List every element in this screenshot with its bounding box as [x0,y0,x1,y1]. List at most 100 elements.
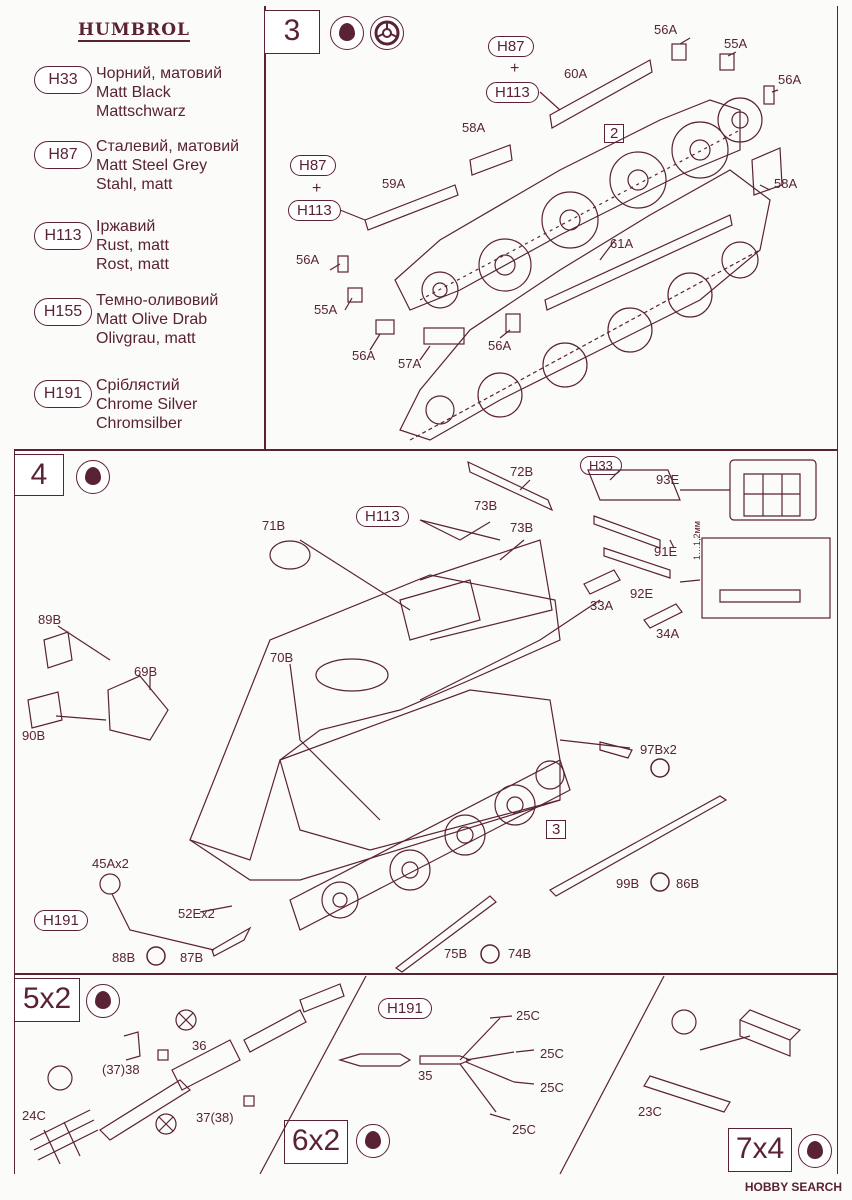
brand-logo: HUMBROL [78,20,190,42]
part-label: 56A [778,72,802,87]
legend-entry-h191: Сріблястий Chrome Silver Chromsilber [96,376,197,433]
legend-code-h87: H87 [34,141,92,169]
legend-line: Mattschwarz [96,103,186,120]
wheel-icon [370,16,404,50]
paint-drop-icon [356,1124,390,1158]
legend-code-h33: H33 [34,66,92,94]
part-label: 24C [22,1108,46,1123]
bottom-panel [14,974,838,1174]
legend-code-h191: H191 [34,380,92,408]
part-label: 25C [540,1046,564,1061]
part-label: 86B [676,876,700,891]
legend-line: Matt Black [96,84,171,101]
paint-callout: H87 [488,36,534,57]
step6-number: 6x2 [284,1120,348,1164]
paint-drop-icon [798,1134,832,1168]
part-label: 99B [616,876,640,891]
part-label: 37(38) [196,1110,234,1125]
legend-line: Rost, matt [96,256,169,273]
paint-callout: H113 [356,506,409,527]
part-label: 56A [488,338,512,353]
step5-number: 5x2 [14,978,80,1022]
part-label: 56A [352,348,376,363]
paint-callout: H191 [378,998,432,1019]
part-label: 33A [590,598,614,613]
legend-line: Сріблястий [96,377,180,394]
part-label: 56A [654,22,678,37]
part-label: 73B [474,498,498,513]
part-label: 59A [382,176,406,191]
legend-line: Matt Olive Drab [96,311,208,328]
legend-line: Stahl, matt [96,176,173,193]
part-label: 57A [398,356,422,371]
part-label: 58A [462,120,486,135]
watermark: HOBBY SEARCH [744,1180,842,1194]
legend-entry-h155: Темно-оливовий Matt Olive Drab Olivgrau,… [96,291,218,348]
part-label: (37)38 [102,1062,140,1077]
part-label: 52Ex2 [178,906,215,921]
legend-line: Іржавий [96,218,156,235]
legend-code-h113: H113 [34,222,92,250]
part-label: 73B [510,520,534,535]
part-label: 45Ax2 [92,856,129,871]
paint-callout: H191 [34,910,88,931]
legend-line: Chrome Silver [96,396,198,413]
part-label: 25C [540,1080,564,1095]
part-label: 55A [314,302,338,317]
paint-callout: H113 [288,200,341,221]
part-label: 69B [134,664,158,679]
step3-number: 3 [264,10,320,54]
part-label: 74B [508,946,532,961]
step3-panel [264,6,838,450]
part-label: 58A [774,176,798,191]
part-label: 55A [724,36,748,51]
paint-drop-icon [330,16,364,50]
part-label: 34A [656,626,680,641]
part-label: 35 [418,1068,433,1083]
box-ref: 3 [546,820,567,839]
step4-number: 4 [14,454,64,496]
legend-entry-h33: Чорний, матовий Matt Black Mattschwarz [96,64,222,121]
part-label: 97Bx2 [640,742,677,757]
legend-line: Темно-оливовий [96,292,219,309]
part-label: 75B [444,946,468,961]
plus-sign: + [510,60,520,77]
part-label: 71B [262,518,286,533]
step7-number: 7x4 [728,1128,792,1172]
part-label: 56A [296,252,320,267]
part-label: 87B [180,950,204,965]
part-label: 25C [516,1008,540,1023]
paint-drop-icon [76,460,110,494]
legend-entry-h113: Іржавий Rust, matt Rost, matt [96,217,169,274]
legend-line: Rust, matt [96,237,169,254]
paint-callout: H87 [290,155,336,176]
part-label: 60A [564,66,588,81]
legend-line: Чорний, матовий [96,65,223,82]
part-label: 90B [22,728,46,743]
legend-code-h155: H155 [34,298,92,326]
paint-drop-icon [86,984,120,1018]
legend-entry-h87: Сталевий, матовий Matt Steel Grey Stahl,… [96,137,239,194]
step4-panel [14,450,838,974]
part-label: 72B [510,464,534,479]
legend-line: Chromsilber [96,415,183,432]
part-label: 89B [38,612,62,627]
part-label: 25C [512,1122,536,1137]
part-label: 92E [630,586,654,601]
plus-sign: + [312,180,322,197]
part-label: 36 [192,1038,207,1053]
paint-callout: H113 [486,82,539,103]
part-label: 23C [638,1104,662,1119]
part-label: 88B [112,950,136,965]
part-label: 70B [270,650,294,665]
legend-line: Matt Steel Grey [96,157,208,174]
legend-panel [14,6,266,450]
legend-line: Сталевий, матовий [96,138,240,155]
legend-line: Olivgrau, matt [96,330,196,347]
wheel-icon-glyph [374,20,400,46]
part-label: 61A [610,236,634,251]
